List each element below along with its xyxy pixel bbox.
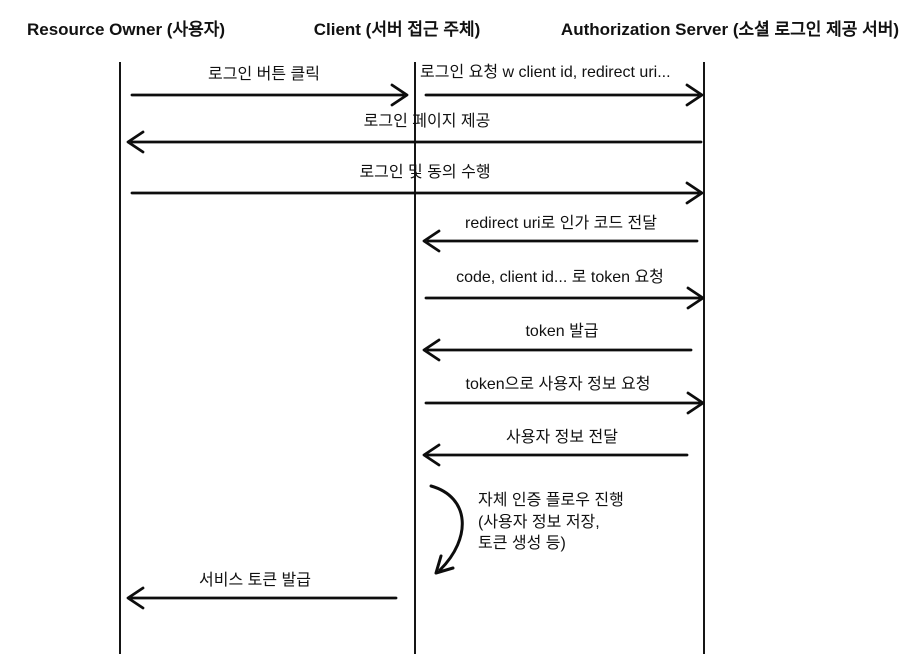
message-arrows: [126, 83, 705, 610]
arrowhead-left-icon: [422, 443, 441, 467]
arrow-token-issue: [422, 338, 693, 362]
message-label-userinfo-deliver: 사용자 정보 전달: [506, 429, 618, 446]
message-label-login-request: 로그인 요청 w client id, redirect uri...: [420, 64, 671, 81]
arrowhead-right-icon: [686, 391, 705, 415]
actor-resource-owner: Resource Owner (사용자): [26, 20, 226, 39]
message-label-redirect-auth-code: redirect uri로 인가 코드 전달: [465, 215, 657, 232]
arrow-service-token: [126, 586, 398, 610]
arrow-login-button-click: [130, 83, 409, 107]
arrowhead-right-icon: [686, 286, 705, 310]
self-loop-curve: [429, 484, 464, 572]
actor-authorization-server: Authorization Server (소셜 로그인 제공 서버): [560, 20, 900, 39]
message-label-login-button-click: 로그인 버튼 클릭: [208, 66, 320, 83]
self-loop-auth-flow: [429, 484, 464, 575]
message-label-login-page: 로그인 페이지 제공: [363, 113, 491, 130]
lifelines: [119, 62, 705, 654]
message-label-login-consent: 로그인 및 동의 수행: [359, 164, 491, 181]
arrowhead-left-icon: [126, 586, 145, 610]
arrow-redirect-auth-code: [422, 229, 699, 253]
arrow-login-consent: [130, 181, 704, 205]
message-label-userinfo-request: token으로 사용자 정보 요청: [465, 376, 651, 393]
arrow-userinfo-deliver: [422, 443, 689, 467]
self-loop-note-line-1: 자체 인증 플로우 진행: [478, 492, 624, 509]
message-label-token-request: code, client id... 로 token 요청: [456, 269, 664, 286]
message-label-token-issue: token 발급: [525, 323, 599, 340]
arrow-login-page: [126, 130, 703, 154]
arrowhead-left-icon: [422, 229, 441, 253]
arrowhead-right-icon: [685, 181, 704, 205]
arrowhead-right-icon: [685, 83, 704, 107]
message-label-service-token: 서비스 토큰 발급: [199, 572, 311, 589]
arrowhead-down-left-icon: [434, 554, 455, 575]
arrowhead-right-icon: [390, 83, 409, 107]
arrow-login-request: [424, 83, 704, 107]
arrow-token-request: [424, 286, 705, 310]
self-loop-note-line-3: 토큰 생성 등): [478, 535, 566, 552]
arrowhead-left-icon: [422, 338, 441, 362]
self-loop-note-line-2: (사용자 정보 저장,: [478, 513, 600, 531]
self-loop-note: 자체 인증 플로우 진행 (사용자 정보 저장, 토큰 생성 등): [478, 490, 624, 555]
arrowhead-left-icon: [126, 130, 145, 154]
actor-client: Client (서버 접근 주체): [313, 20, 481, 39]
arrow-userinfo-request: [424, 391, 705, 415]
